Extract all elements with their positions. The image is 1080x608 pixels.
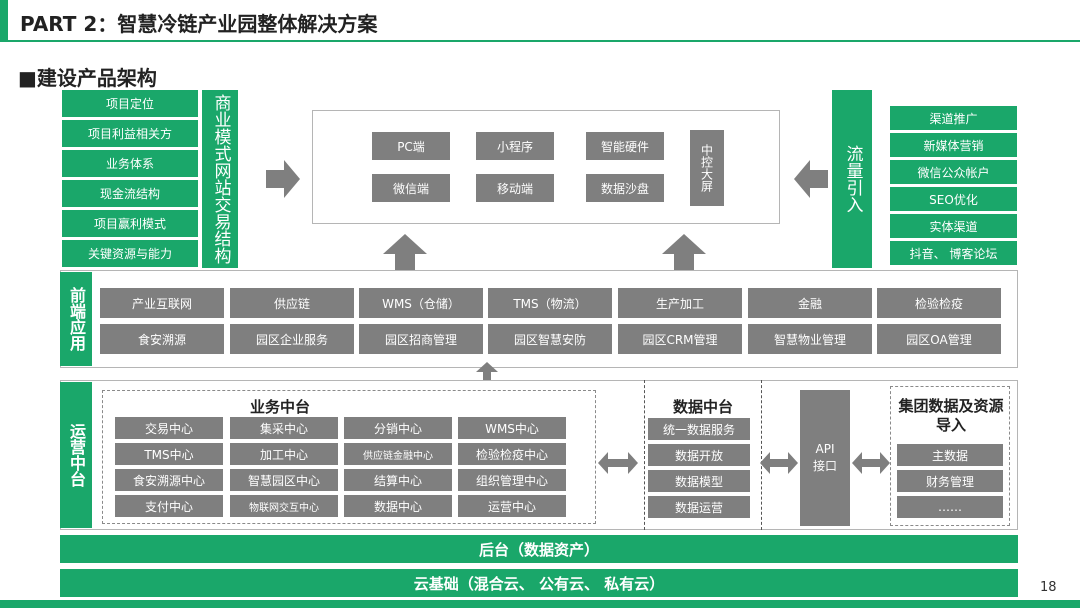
front-app-cell: 生产加工	[618, 288, 742, 318]
right-item: 渠道推广	[890, 106, 1017, 130]
front-app-cell: 园区智慧安防	[488, 324, 612, 354]
group-data-box	[890, 386, 1010, 526]
business-middle-title: 业务中台	[249, 398, 310, 416]
section-title: ■建设产品架构	[18, 66, 157, 90]
control-screen-label: 中控大屏	[690, 130, 724, 206]
left-item: 关键资源与能力	[62, 240, 198, 267]
group-data-title: 集团数据及资源导入	[898, 396, 1004, 435]
channel-cell: 微信端	[372, 174, 450, 202]
channel-cell: 智能硬件	[586, 132, 664, 160]
group-data-cell: 财务管理	[897, 470, 1003, 492]
ops-label: 运营中台	[60, 382, 92, 528]
group-data-cell: ……	[897, 496, 1003, 518]
page-number: 18	[1040, 580, 1057, 595]
front-app-cell: 产业互联网	[100, 288, 224, 318]
front-app-cell: 园区CRM管理	[618, 324, 742, 354]
business-cell: WMS中心	[458, 417, 566, 439]
data-middle-cell: 数据模型	[648, 470, 750, 492]
double-arrow-horizontal-icon	[598, 452, 638, 474]
header-bar	[0, 0, 1080, 42]
left-item: 项目赢利模式	[62, 210, 198, 237]
data-middle-cell: 数据开放	[648, 444, 750, 466]
arrow-left-icon	[794, 160, 828, 198]
channel-cell: 移动端	[476, 174, 554, 202]
arrow-up-icon	[662, 234, 706, 270]
data-middle-title: 数据中台	[672, 398, 733, 416]
cloud-bar: 云基础（混合云、 公有云、 私有云）	[60, 569, 1018, 597]
front-app-label: 前端应用	[60, 272, 92, 366]
front-app-cell: 检验检疫	[877, 288, 1001, 318]
business-middle-box	[102, 390, 596, 524]
arrow-up-icon	[383, 234, 427, 270]
business-cell: 组织管理中心	[458, 469, 566, 491]
business-cell: 供应链金融中心	[344, 443, 452, 465]
business-cell: 集采中心	[230, 417, 338, 439]
group-data-cell: 主数据	[897, 444, 1003, 466]
business-model-vertical-label: 商业模式网站交易结构	[202, 90, 238, 268]
data-middle-box	[644, 380, 762, 530]
channel-cell: PC端	[372, 132, 450, 160]
channel-cell: 数据沙盘	[586, 174, 664, 202]
business-cell: 加工中心	[230, 443, 338, 465]
left-item: 现金流结构	[62, 180, 198, 207]
business-cell: 交易中心	[115, 417, 223, 439]
front-app-cell: 金融	[748, 288, 872, 318]
data-middle-cell: 数据运营	[648, 496, 750, 518]
footer-bar	[0, 600, 1080, 608]
front-app-cell: 园区OA管理	[877, 324, 1001, 354]
business-cell: 数据中心	[344, 495, 452, 517]
double-arrow-horizontal-icon	[760, 452, 798, 474]
right-item: 抖音、 博客论坛	[890, 241, 1017, 265]
left-item: 项目利益相关方	[62, 120, 198, 147]
front-app-cell: 食安溯源	[100, 324, 224, 354]
business-cell: 食安溯源中心	[115, 469, 223, 491]
left-item: 业务体系	[62, 150, 198, 177]
header-accent	[0, 0, 8, 42]
business-cell: 运营中心	[458, 495, 566, 517]
page-title: PART 2：智慧冷链产业园整体解决方案	[20, 12, 378, 36]
api-interface-block: API 接口	[800, 390, 850, 526]
business-cell: 检验检疫中心	[458, 443, 566, 465]
right-item: SEO优化	[890, 187, 1017, 211]
front-app-cell: 智慧物业管理	[748, 324, 872, 354]
arrow-right-icon	[266, 160, 300, 198]
channel-cell: 小程序	[476, 132, 554, 160]
traffic-inflow-vertical-label: 流量引入	[832, 90, 872, 268]
business-cell: 支付中心	[115, 495, 223, 517]
right-item: 微信公众帐户	[890, 160, 1017, 184]
front-app-cell: 园区招商管理	[359, 324, 483, 354]
right-item: 实体渠道	[890, 214, 1017, 238]
front-app-cell: WMS（仓储）	[359, 288, 483, 318]
backend-bar: 后台（数据资产）	[60, 535, 1018, 563]
front-app-cell: TMS（物流）	[488, 288, 612, 318]
business-cell: 结算中心	[344, 469, 452, 491]
business-cell: 智慧园区中心	[230, 469, 338, 491]
right-item: 新媒体营销	[890, 133, 1017, 157]
business-cell: 分销中心	[344, 417, 452, 439]
front-app-cell: 供应链	[230, 288, 354, 318]
left-item: 项目定位	[62, 90, 198, 117]
business-cell: 物联网交互中心	[230, 495, 338, 517]
business-cell: TMS中心	[115, 443, 223, 465]
data-middle-cell: 统一数据服务	[648, 418, 750, 440]
double-arrow-horizontal-icon	[852, 452, 890, 474]
front-app-cell: 园区企业服务	[230, 324, 354, 354]
